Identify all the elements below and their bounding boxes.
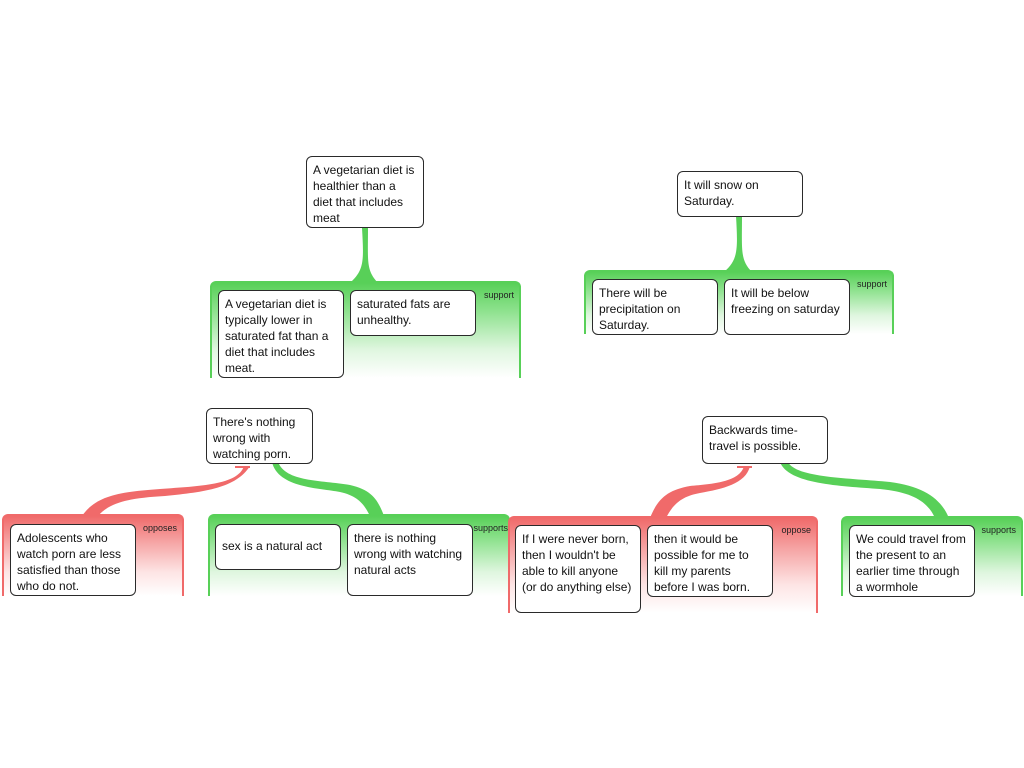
claim-box[interactable]: There's nothing wrong with watching porn… (206, 408, 313, 464)
reason-text: saturated fats are unhealthy. (357, 297, 451, 327)
support-connector (272, 462, 384, 516)
reason-text: there is nothing wrong with watching nat… (354, 531, 463, 577)
support-connector (780, 462, 948, 516)
reason-box[interactable]: sex is a natural act (215, 524, 341, 570)
claim-text: There's nothing wrong with watching porn… (213, 415, 296, 461)
claim-box[interactable]: A vegetarian diet is healthier than a di… (306, 156, 424, 228)
reason-box[interactable]: It will be below freezing on saturday (724, 279, 850, 335)
support-connector (724, 216, 752, 272)
reason-box[interactable]: A vegetarian diet is typically lower in … (218, 290, 344, 378)
group-label: opposes (142, 523, 177, 533)
reason-text: A vegetarian diet is typically lower in … (225, 297, 329, 375)
group-label: supports (473, 523, 508, 533)
reason-text: There will be precipitation on Saturday. (599, 286, 681, 332)
claim-box[interactable]: It will snow on Saturday. (677, 171, 803, 217)
oppose-connector (650, 466, 750, 518)
reason-box[interactable]: Adolescents who watch porn are less sati… (10, 524, 136, 596)
group-label: support (856, 279, 887, 289)
reason-box[interactable]: saturated fats are unhealthy. (350, 290, 476, 336)
reason-text: It will be below freezing on saturday (731, 286, 840, 316)
reason-text: If I were never born, then I wouldn't be… (522, 532, 632, 594)
claim-text: Backwards time-travel is possible. (709, 423, 802, 453)
group-label: oppose (781, 525, 811, 535)
claim-text: A vegetarian diet is healthier than a di… (313, 163, 415, 225)
group-label: support (483, 290, 514, 300)
reason-text: Adolescents who watch porn are less sati… (17, 531, 122, 593)
support-connector (350, 228, 378, 283)
reason-box[interactable]: We could travel from the present to an e… (849, 525, 975, 597)
reason-box[interactable]: If I were never born, then I wouldn't be… (515, 525, 641, 613)
claim-box[interactable]: Backwards time-travel is possible. (702, 416, 828, 464)
reason-text: then it would be possible for me to kill… (654, 532, 751, 594)
reason-box[interactable]: There will be precipitation on Saturday. (592, 279, 718, 335)
reason-text: We could travel from the present to an e… (856, 532, 966, 594)
group-label: supports (981, 525, 1016, 535)
oppose-connector (82, 466, 250, 516)
claim-text: It will snow on Saturday. (684, 178, 759, 208)
reason-box[interactable]: there is nothing wrong with watching nat… (347, 524, 473, 596)
reason-text: sex is a natural act (222, 539, 323, 553)
reason-box[interactable]: then it would be possible for me to kill… (647, 525, 773, 597)
